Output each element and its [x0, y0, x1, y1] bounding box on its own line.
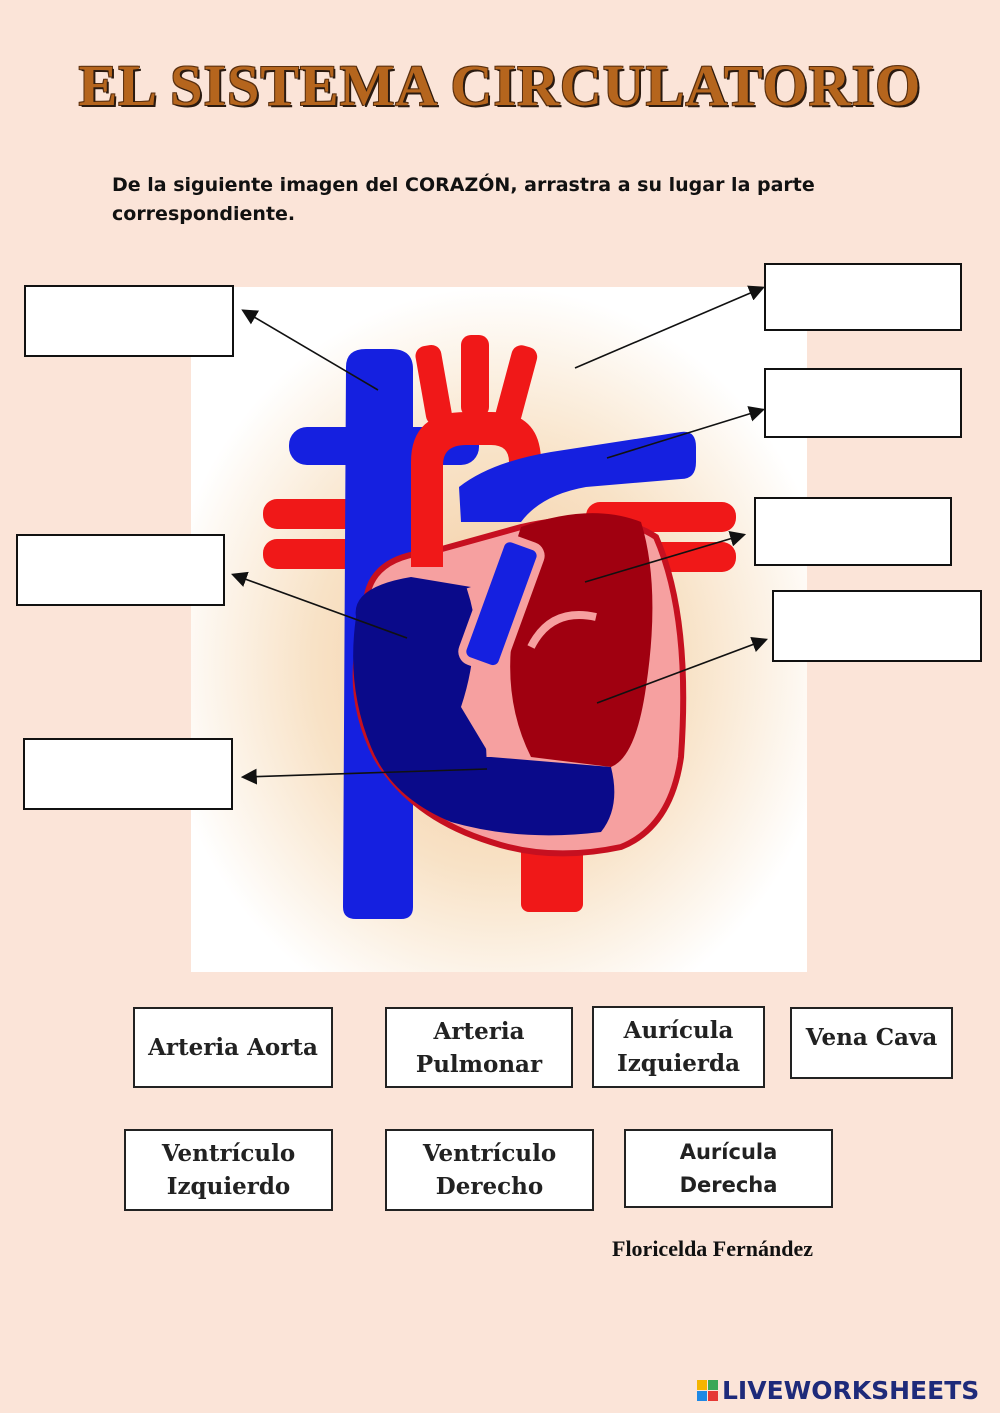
chip-auricula-izquierda[interactable]: Aurícula Izquierda [592, 1006, 765, 1088]
chip-arteria-pulmonar[interactable]: Arteria Pulmonar [385, 1007, 573, 1088]
drop-target-4[interactable] [754, 497, 952, 566]
liveworksheets-logo-icon [697, 1380, 718, 1401]
drop-target-2[interactable] [764, 263, 962, 331]
pulmonary-trunk [458, 534, 545, 674]
heart-illustration [191, 287, 807, 972]
aorta-arch [411, 412, 541, 567]
chip-auricula-derecha[interactable]: Aurícula Derecha [624, 1129, 833, 1208]
drop-target-3[interactable] [764, 368, 962, 438]
drop-target-5[interactable] [16, 534, 225, 606]
brand-name: LIVEWORKSHEETS [722, 1376, 980, 1405]
aorta-branch-2 [461, 335, 489, 417]
drop-target-1[interactable] [24, 285, 234, 357]
chip-arteria-aorta[interactable]: Arteria Aorta [133, 1007, 333, 1088]
brand-footer: LIVEWORKSHEETS [697, 1376, 979, 1405]
chip-ventriculo-derecho[interactable]: Ventrículo Derecho [385, 1129, 594, 1211]
chip-ventriculo-izquierdo[interactable]: Ventrículo Izquierdo [124, 1129, 333, 1211]
drop-target-7[interactable] [23, 738, 233, 810]
valve-line [527, 611, 597, 649]
page-title: EL SISTEMA CIRCULATORIO [78, 53, 922, 118]
aorta-branch-3 [495, 345, 538, 425]
author-credit: Floricelda Fernández [612, 1236, 814, 1261]
chip-vena-cava[interactable]: Vena Cava [790, 1007, 953, 1079]
instructions-text: De la siguiente imagen del CORAZÓN, arra… [112, 174, 815, 225]
drop-target-6[interactable] [772, 590, 982, 662]
heart-diagram [191, 287, 807, 972]
aorta-branch-1 [415, 344, 452, 426]
